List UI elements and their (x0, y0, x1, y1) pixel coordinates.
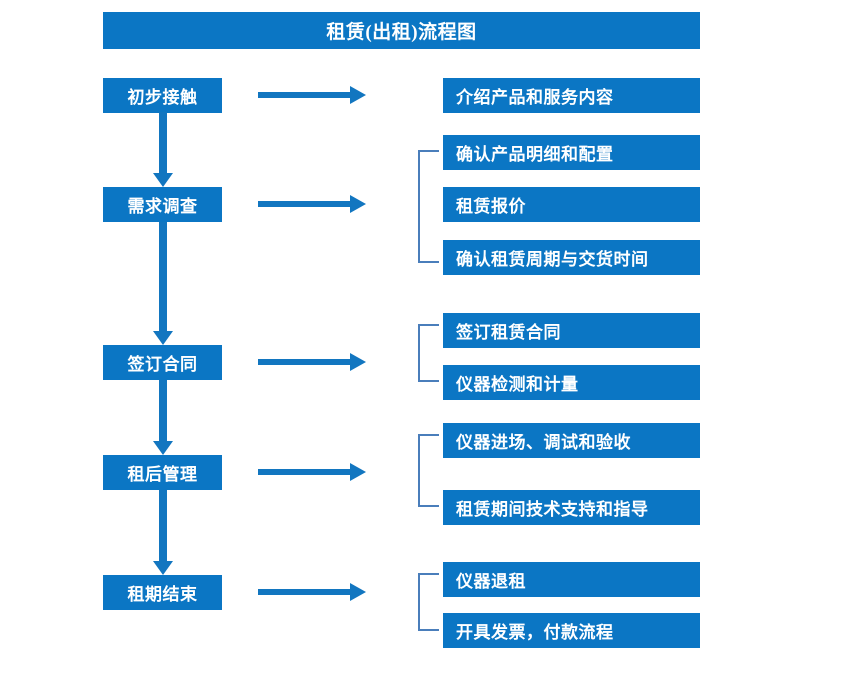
flowchart-title: 租赁(出租)流程图 (103, 12, 700, 49)
stage-box-post-lease-management[interactable]: 租后管理 (103, 455, 222, 490)
arrow-right-post-lease-management (258, 461, 366, 483)
arrow-down-survey-to-contract (152, 222, 174, 345)
task-box-introduce-products[interactable]: 介绍产品和服务内容 (443, 78, 700, 113)
task-box-confirm-lease-period[interactable]: 确认租赁周期与交货时间 (443, 240, 700, 275)
task-box-confirm-product-details[interactable]: 确认产品明细和配置 (443, 135, 700, 170)
bracket-sign-contract-group (417, 324, 441, 382)
arrow-right-sign-contract (258, 351, 366, 373)
arrow-down-management-to-end (152, 490, 174, 575)
stage-box-initial-contact[interactable]: 初步接触 (103, 78, 222, 113)
arrow-down-initial-to-survey (152, 112, 174, 187)
arrow-down-contract-to-management (152, 380, 174, 455)
bracket-lease-end-group (417, 573, 441, 631)
task-box-invoice-payment[interactable]: 开具发票，付款流程 (443, 613, 700, 648)
arrow-right-requirement-survey (258, 193, 366, 215)
stage-box-requirement-survey[interactable]: 需求调查 (103, 187, 222, 222)
stage-box-sign-contract[interactable]: 签订合同 (103, 345, 222, 380)
task-box-lease-quotation[interactable]: 租赁报价 (443, 187, 700, 222)
stage-box-lease-end[interactable]: 租期结束 (103, 575, 222, 610)
task-box-sign-lease-contract[interactable]: 签订租赁合同 (443, 313, 700, 348)
bracket-post-lease-management-group (417, 434, 441, 507)
task-box-instrument-installation[interactable]: 仪器进场、调试和验收 (443, 423, 700, 458)
task-box-instrument-return[interactable]: 仪器退租 (443, 562, 700, 597)
task-box-instrument-inspection[interactable]: 仪器检测和计量 (443, 365, 700, 400)
bracket-requirement-survey-group (417, 150, 441, 263)
arrow-right-initial-contact (258, 84, 366, 106)
arrow-right-lease-end (258, 581, 366, 603)
task-box-technical-support[interactable]: 租赁期间技术支持和指导 (443, 490, 700, 525)
